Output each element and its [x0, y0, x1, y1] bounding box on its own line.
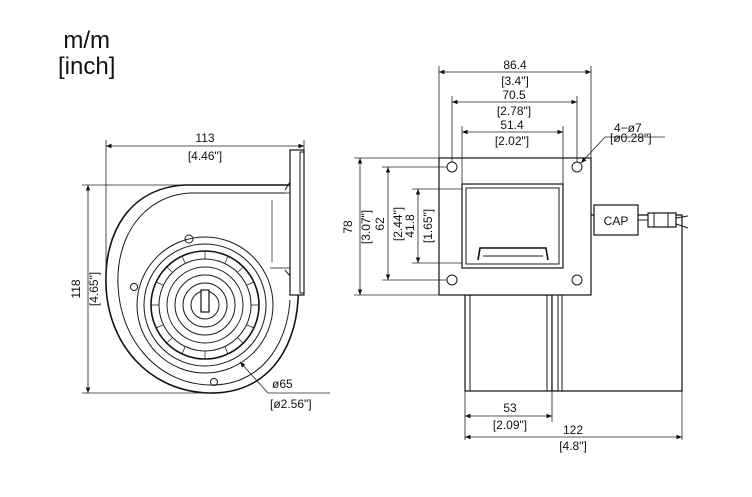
total-len-mm: 122	[563, 423, 583, 437]
units-label: m/m [inch]	[58, 28, 115, 80]
dim-total-length: 122 [4.8"]	[465, 391, 683, 453]
outlet-duct	[270, 192, 290, 269]
motor-ring	[143, 243, 267, 367]
hole-bottom-right	[571, 274, 583, 286]
side-view: CAP 86.4 [3.4"] 70.5 [2.78"]	[341, 58, 689, 453]
impeller-ring-3	[182, 282, 228, 328]
flange-w-in: [3.4"]	[501, 74, 529, 88]
hole-pitch-h-in: [2.44"]	[391, 207, 405, 241]
holes-in: [ø0.28"]	[610, 131, 652, 145]
hole-pitch-w-mm: 70.5	[502, 88, 526, 102]
impeller-ring-1	[166, 266, 244, 344]
front-width-in: [4.46"]	[188, 149, 222, 163]
holes-callout: 4−ø7 [ø0.28"]	[580, 121, 665, 164]
flange-w-mm: 86.4	[503, 58, 527, 72]
motor-body-edges	[469, 295, 548, 391]
screw-top	[184, 234, 194, 244]
body-w-in: [2.09"]	[493, 418, 527, 432]
units-metric: m/m	[63, 27, 111, 54]
dim-flange-width: 86.4 [3.4"]	[438, 58, 592, 158]
hole-pitch-w-in: [2.78"]	[497, 104, 531, 118]
screw-left	[130, 283, 138, 291]
holes-label: 4−ø7	[614, 121, 642, 135]
capacitor	[593, 204, 639, 236]
impeller-ring-2	[174, 274, 236, 336]
housing-outline	[105, 184, 301, 394]
front-height-dimension: 118 [4.65"]	[69, 184, 210, 394]
dim-hole-pitch-width: 70.5 [2.78"]	[451, 88, 578, 162]
dim-flange-height: 78 [3.07"]	[341, 157, 439, 296]
flange-h-mm: 78	[341, 220, 355, 234]
dim-outlet-width: 51.4 [2.02"]	[461, 118, 564, 184]
outlet-w-in: [2.02"]	[495, 134, 529, 148]
motor-ring-outer	[136, 236, 274, 374]
motor-body	[464, 294, 553, 392]
inlet-diameter-callout: ø65 [ø2.56"]	[239, 361, 330, 411]
front-width-dimension: 113 [4.46"]	[105, 131, 305, 280]
shaft	[200, 289, 210, 313]
dim-outlet-height: 41.8 [1.65"]	[403, 188, 462, 264]
inlet-dia-mm: ø65	[272, 377, 293, 391]
front-height-mm: 118	[69, 279, 83, 298]
dim-body-width: 53 [2.09"]	[464, 391, 553, 440]
outlet-opening-inner	[465, 187, 560, 265]
housing-inner-outline	[117, 192, 291, 386]
outlet-h-mm: 41.8	[403, 214, 417, 238]
capacitor-label: CAP	[604, 214, 629, 228]
outlet-w-mm: 51.4	[500, 118, 524, 132]
flange-h-in: [3.07"]	[359, 210, 373, 244]
front-height-in: [4.65"]	[87, 272, 101, 306]
front-width-mm: 113	[195, 131, 214, 145]
inlet-ribs	[151, 251, 259, 359]
units-imperial: [inch]	[58, 53, 116, 80]
inlet-dia-in: [ø2.56"]	[270, 397, 312, 411]
outlet-flange	[289, 149, 305, 296]
outlet-flange-edge	[299, 151, 305, 294]
connector-wires	[638, 213, 689, 229]
outlet-h-in: [1.65"]	[421, 209, 435, 243]
flange-joint	[284, 181, 291, 277]
connector	[647, 212, 677, 228]
total-len-in: [4.8"]	[559, 439, 587, 453]
front-view: 113 [4.46"] 118 [4.65"] ø65 [ø2.56"]	[69, 131, 330, 411]
dim-hole-pitch-height: 62 [2.44"]	[373, 166, 447, 281]
impeller-edge	[477, 247, 549, 261]
hole-pitch-h-mm: 62	[373, 217, 387, 231]
body-w-mm: 53	[503, 401, 517, 415]
screw-bottom	[210, 378, 218, 386]
